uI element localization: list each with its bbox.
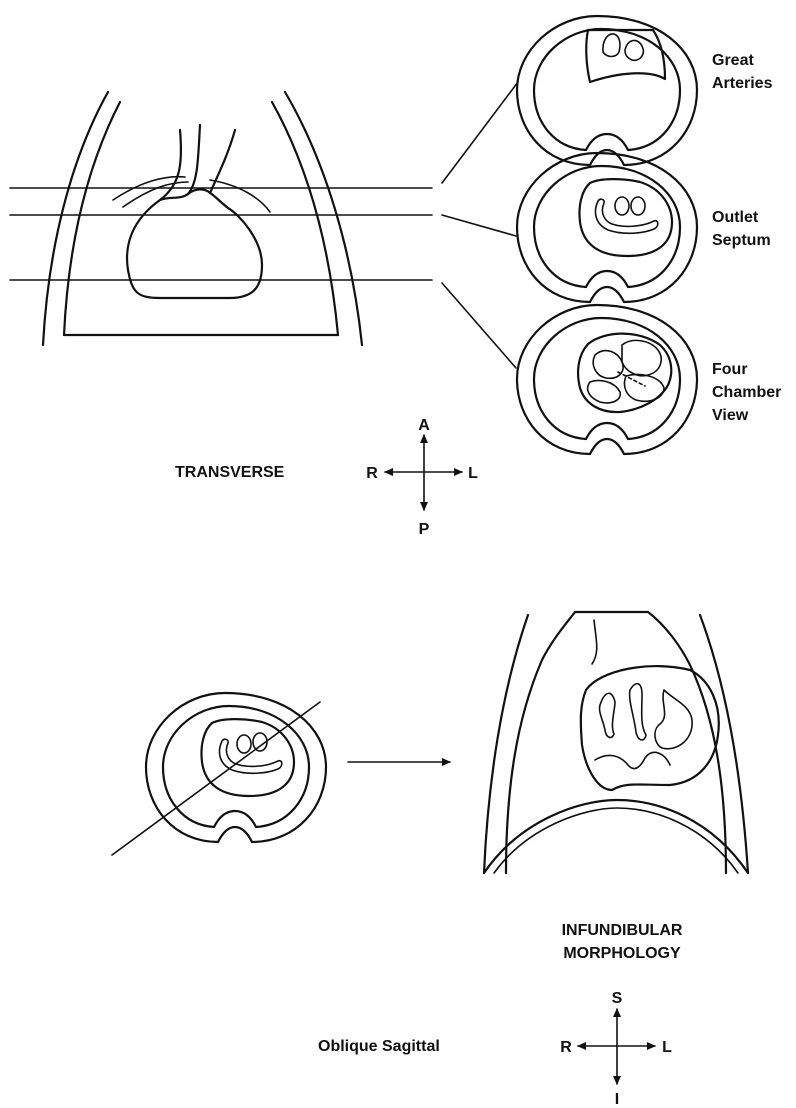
body-outline [146,693,326,842]
infundibular-sagittal-view [484,612,748,873]
infundibular-fold-3 [655,690,692,749]
oblique-source-cross-section [112,693,326,855]
great-artery-2 [625,40,643,60]
outlet-vessel-1 [237,735,251,753]
connector-four-chamber [442,283,516,368]
aorta-left-edge [160,130,181,200]
compass-label-s: S [612,990,623,1007]
outlet-vessel-1 [615,197,629,215]
heart-outline [578,334,671,412]
aorta-right-edge [188,125,200,194]
body-outline [517,153,697,302]
sagittal-outer-right-wall [700,615,748,873]
label-outlet-septum-line2: Septum [712,232,771,249]
arch-branch-right [210,180,270,212]
outlet-vessel-2 [631,197,645,215]
inner-outline [534,166,680,287]
diaphragm-dome-inner [494,808,738,873]
body-outline [517,16,697,165]
compass-label-l: L [662,1039,672,1056]
infundibular-wall [592,620,597,664]
infundibular-label-line1: INFUNDIBULAR [562,922,683,939]
infundibular-fold-4 [595,752,670,768]
oblique-compass: S I R L [560,990,672,1108]
chamber-left-atrium [622,340,661,375]
frontal-chest-diagram [10,82,518,368]
chamber-right-ventricle [588,380,621,402]
inner-outline [534,29,680,150]
compass-label-p: P [419,521,430,538]
inner-outline [163,706,309,827]
connector-outlet-septum [442,215,516,236]
chest-outer-right-wall [285,92,362,345]
chest-inner-right-wall [272,102,338,335]
heart-silhouette [127,189,262,298]
transverse-plane-label: TRANSVERSE [175,464,285,481]
outlet-septum-curve [595,199,657,233]
compass-label-r: R [560,1039,572,1056]
oblique-sagittal-plane-label: Oblique Sagittal [318,1038,440,1055]
infundibular-fold-2 [630,684,646,740]
label-four-chamber-line2: Chamber [712,384,781,401]
label-four-chamber-line3: View [712,407,749,424]
heart-outline [579,179,672,256]
cross-section-great-arteries [517,16,697,165]
label-four-chamber-line1: Four [712,361,748,378]
chamber-right-atrium [593,351,623,379]
sagittal-inner-outline [506,612,726,873]
chest-inner-left-wall [64,102,120,335]
cross-section-outlet-septum [517,153,697,302]
diaphragm-dome-outer [484,800,748,873]
label-great-arteries-line1: Great [712,52,754,69]
chest-outer-left-wall [43,92,108,345]
pulmonary-artery-edge [210,130,235,193]
label-outlet-septum-line1: Outlet [712,209,759,226]
transverse-compass: A P R L [366,417,478,538]
great-artery-1 [603,34,620,57]
connector-great-arteries [442,82,518,183]
label-great-arteries-line2: Arteries [712,75,773,92]
cross-section-four-chamber [517,305,697,454]
compass-label-a: A [418,417,430,434]
compass-label-r: R [366,465,378,482]
compass-label-i: I [615,1091,619,1108]
compass-label-l: L [468,465,478,482]
infundibular-fold-1 [600,693,615,737]
infundibular-label-line2: MORPHOLOGY [563,945,681,962]
